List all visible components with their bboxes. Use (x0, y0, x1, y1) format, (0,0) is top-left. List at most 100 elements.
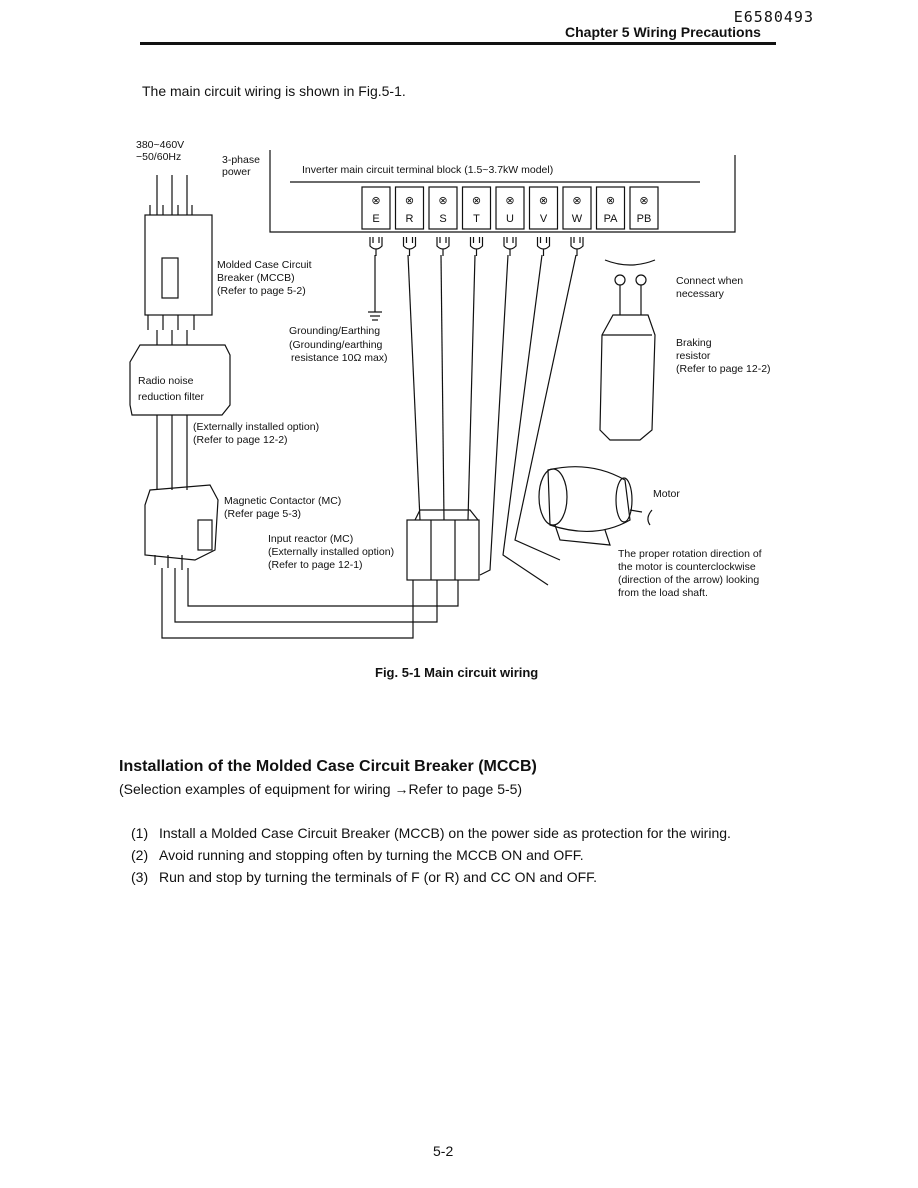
terminal-label: V (540, 213, 548, 225)
terminal-screw-icon: ⊗ (438, 195, 447, 207)
mc-body (144, 484, 219, 561)
terminal-screw-icon: ⊗ (639, 195, 648, 207)
step-number: (3) (131, 869, 149, 885)
step-number: (2) (131, 847, 149, 863)
rotation-label-3: (direction of the arrow) looking (618, 574, 759, 586)
step-text: Run and stop by turning the terminals of… (159, 869, 598, 885)
pa-pb-bracket (604, 259, 656, 266)
phase-label-2: power (222, 166, 251, 178)
mccb-label-2: Breaker (MCCB) (217, 272, 295, 284)
noise-note-2: (Refer to page 12-2) (193, 434, 288, 446)
terminal-lug-icon (570, 237, 584, 256)
terminal-block-label: Inverter main circuit terminal block (1.… (302, 164, 553, 176)
step-text: Avoid running and stopping often by turn… (159, 847, 584, 863)
terminal-screw-icon: ⊗ (405, 195, 414, 207)
mccb-label-3: (Refer to page 5-2) (217, 285, 306, 297)
terminal-t (461, 186, 492, 230)
connect-label-2: necessary (676, 288, 725, 300)
wire-r (161, 568, 414, 639)
noise-note-1: (Externally installed option) (193, 421, 319, 433)
rotation-label-2: the motor is counterclockwise (618, 561, 756, 573)
mc-label-2: (Refer page 5-3) (224, 508, 301, 520)
terminal-screw-icon: ⊗ (371, 195, 380, 207)
mccb-label-1: Molded Case Circuit (217, 259, 312, 271)
terminal-label: U (506, 213, 514, 225)
terminal-label: S (439, 213, 446, 225)
terminal-label: PA (604, 213, 619, 225)
grounding-label-1: Grounding/Earthing (289, 325, 380, 337)
mc-coil (197, 519, 213, 551)
header-rule (140, 42, 776, 45)
terminal-screw-icon: ⊗ (539, 195, 548, 207)
grounding-label-2: (Grounding/earthing (289, 339, 383, 351)
terminal-row: ⊗ E ⊗ R ⊗ S ⊗ T ⊗ U ⊗ V ⊗ W ⊗ PA ⊗ PB (361, 186, 659, 230)
terminal-u (495, 186, 525, 230)
mc-label-1: Magnetic Contactor (MC) (224, 495, 341, 507)
terminal-label: T (473, 213, 480, 225)
terminal-screw-icon: ⊗ (572, 195, 581, 207)
terminal-r (394, 186, 425, 230)
rotation-label-1: The proper rotation direction of (618, 548, 762, 560)
power-frequency-label: −50/60Hz (136, 151, 181, 163)
noise-filter-box (129, 344, 231, 416)
terminal-screw-icon: ⊗ (505, 195, 514, 207)
reactor-label-3: (Refer to page 12-1) (268, 559, 363, 571)
phase-label-1: 3-phase (222, 154, 260, 166)
terminal-lug-icon (402, 237, 417, 256)
wire-v (502, 254, 549, 586)
grounding-label-3: resistance 10Ω max) (291, 352, 388, 364)
noise-filter-label-1: Radio noise (138, 375, 194, 387)
reactor-label-1: Input reactor (MC) (268, 533, 353, 545)
braking-label-1: Braking (676, 337, 712, 349)
section-subtitle: (Selection examples of equipment for wir… (119, 781, 523, 797)
terminal-label: E (372, 213, 379, 225)
terminal-lug-icon (369, 237, 383, 256)
terminal-pa (595, 186, 626, 230)
terminal-label: R (406, 213, 414, 225)
step-text: Install a Molded Case Circuit Breaker (M… (159, 825, 731, 841)
braking-resistor-body (599, 314, 656, 441)
document-id: E6580493 (733, 8, 814, 26)
mccb-switch (161, 257, 179, 299)
motor-label: Motor (653, 488, 680, 500)
wire-u (479, 254, 509, 576)
page-number: 5-2 (433, 1143, 454, 1159)
terminal-pb (629, 186, 659, 230)
figure-caption: Fig. 5-1 Main circuit wiring (375, 665, 539, 680)
wire-s (174, 568, 438, 623)
terminal-lug-icon (503, 237, 517, 256)
connect-label-1: Connect when (676, 275, 743, 287)
intro-text: The main circuit wiring is shown in Fig.… (142, 83, 406, 99)
chapter-heading: Chapter 5 Wiring Precautions (565, 24, 761, 40)
terminal-lug-icon (469, 237, 484, 256)
section-title: Installation of the Molded Case Circuit … (119, 758, 537, 775)
rotation-arrow (647, 509, 653, 526)
terminal-w (562, 186, 592, 230)
list-item: (3) Run and stop by turning the terminals… (131, 866, 731, 888)
motor-body (547, 466, 631, 532)
power-voltage-label: 380~460V (136, 139, 184, 151)
rotation-label-4: from the load shaft. (618, 587, 708, 599)
terminal-e (361, 186, 391, 230)
terminal-lug-icon (436, 237, 450, 256)
terminal-label: PB (637, 213, 652, 225)
list-item: (1) Install a Molded Case Circuit Breaker… (131, 822, 731, 844)
wire-w (514, 254, 577, 561)
terminal-screw-icon: ⊗ (472, 195, 481, 207)
terminal-lug-icon (536, 237, 551, 256)
braking-label-2: resistor (676, 350, 711, 362)
wire-t (187, 568, 459, 607)
input-reactor (406, 519, 480, 581)
terminal-s (428, 186, 458, 230)
terminal-screw-icon: ⊗ (606, 195, 615, 207)
terminal-label: W (572, 213, 583, 225)
reactor-label-2: (Externally installed option) (268, 546, 394, 558)
steps-list: (1) Install a Molded Case Circuit Breaker… (131, 822, 731, 888)
list-item: (2) Avoid running and stopping often by t… (131, 844, 731, 866)
terminal-block-frame (269, 150, 736, 233)
step-number: (1) (131, 825, 149, 841)
braking-label-3: (Refer to page 12-2) (676, 363, 771, 375)
noise-filter-label-2: reduction filter (138, 391, 204, 403)
terminal-v (528, 186, 559, 230)
